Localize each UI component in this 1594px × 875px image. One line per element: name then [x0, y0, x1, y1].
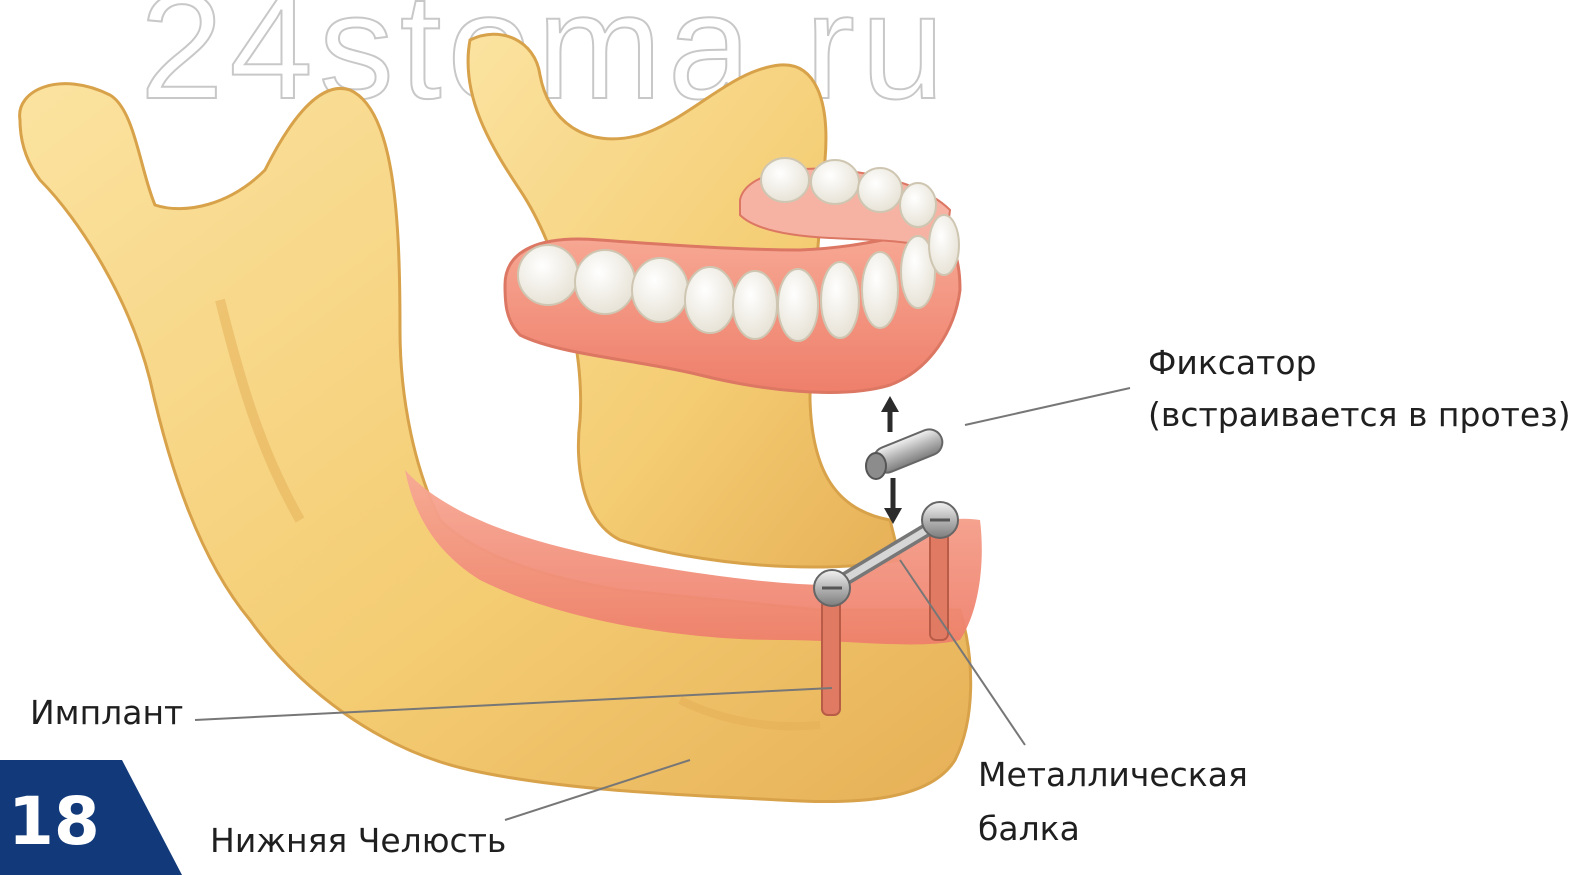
fixator-leader	[965, 388, 1130, 425]
bar-label-line1: Металлическая	[978, 752, 1248, 798]
bar-label-line2: балка	[978, 806, 1080, 852]
figure-number: 18	[8, 782, 100, 862]
jaw-label: Нижняя Челюсть	[210, 818, 506, 864]
fixator-clip	[866, 425, 946, 479]
fixator-note-label: (встраивается в протез)	[1148, 392, 1571, 438]
implant-left	[822, 600, 840, 715]
arrow-down	[884, 478, 902, 524]
fixator-label: Фиксатор	[1148, 340, 1317, 386]
implant-right	[930, 525, 948, 640]
arrow-up	[881, 396, 899, 432]
implant-label: Имплант	[30, 690, 183, 736]
